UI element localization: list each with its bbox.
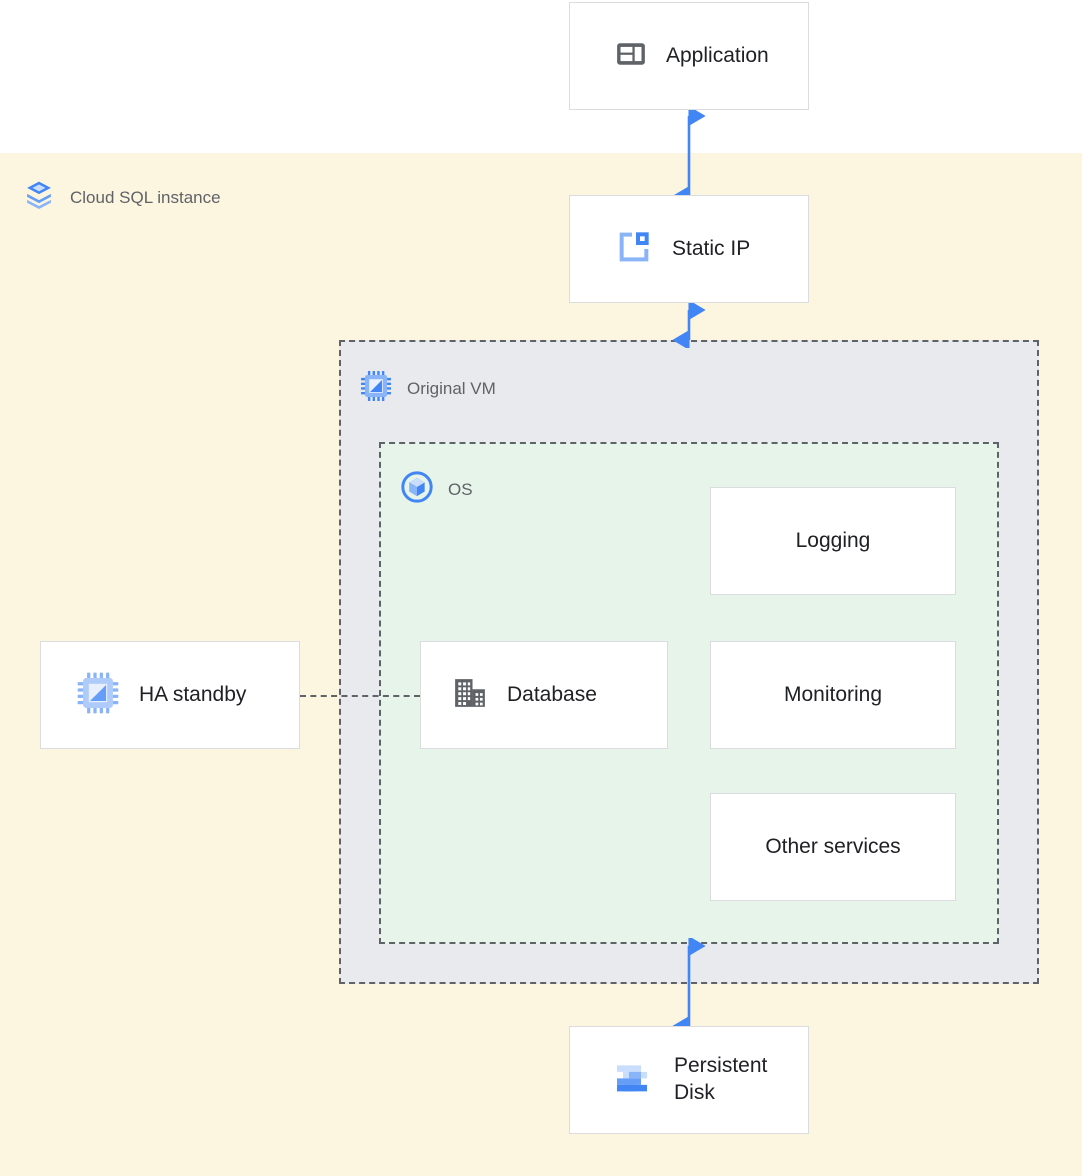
original-vm-label: Original VM xyxy=(359,369,496,408)
node-other-services[interactable]: Other services xyxy=(710,793,956,901)
node-persistent-disk-label: Persistent Disk xyxy=(674,1054,768,1104)
os-label-text: OS xyxy=(448,479,473,499)
cloud-sql-region-label: Cloud SQL instance xyxy=(22,178,221,217)
connector-os-to-persistent-disk xyxy=(672,938,706,1034)
original-vm-label-text: Original VM xyxy=(407,378,496,398)
connector-static-ip-to-vm xyxy=(672,302,706,348)
os-label: OS xyxy=(400,470,473,509)
node-static-ip-label: Static IP xyxy=(672,236,751,260)
node-static-ip[interactable]: Static IP xyxy=(569,195,809,303)
vm-chip-icon xyxy=(359,369,393,408)
database-building-icon xyxy=(451,674,489,717)
node-logging[interactable]: Logging xyxy=(710,487,956,595)
application-layout-icon xyxy=(614,37,648,76)
persistent-disk-steps-icon xyxy=(612,1058,652,1103)
node-application[interactable]: Application xyxy=(569,2,809,110)
node-persistent-disk[interactable]: Persistent Disk xyxy=(569,1026,809,1134)
node-monitoring-label: Monitoring xyxy=(783,682,883,706)
node-application-label: Application xyxy=(666,43,769,67)
ha-standby-chip-icon xyxy=(75,670,121,721)
cloud-sql-region-label-text: Cloud SQL instance xyxy=(70,187,221,207)
node-database[interactable]: Database xyxy=(420,641,668,749)
cloud-sql-stack-icon xyxy=(22,178,56,217)
node-ha-standby[interactable]: HA standby xyxy=(40,641,300,749)
node-ha-standby-label: HA standby xyxy=(139,682,247,706)
node-monitoring[interactable]: Monitoring xyxy=(710,641,956,749)
node-other-services-label: Other services xyxy=(765,834,901,858)
connector-application-to-static-ip xyxy=(672,108,706,204)
node-database-label: Database xyxy=(507,682,597,706)
node-logging-label: Logging xyxy=(795,528,871,552)
connector-ha-standby-to-database xyxy=(300,695,420,697)
static-ip-square-icon xyxy=(614,227,654,272)
os-circle-cube-icon xyxy=(400,470,434,509)
